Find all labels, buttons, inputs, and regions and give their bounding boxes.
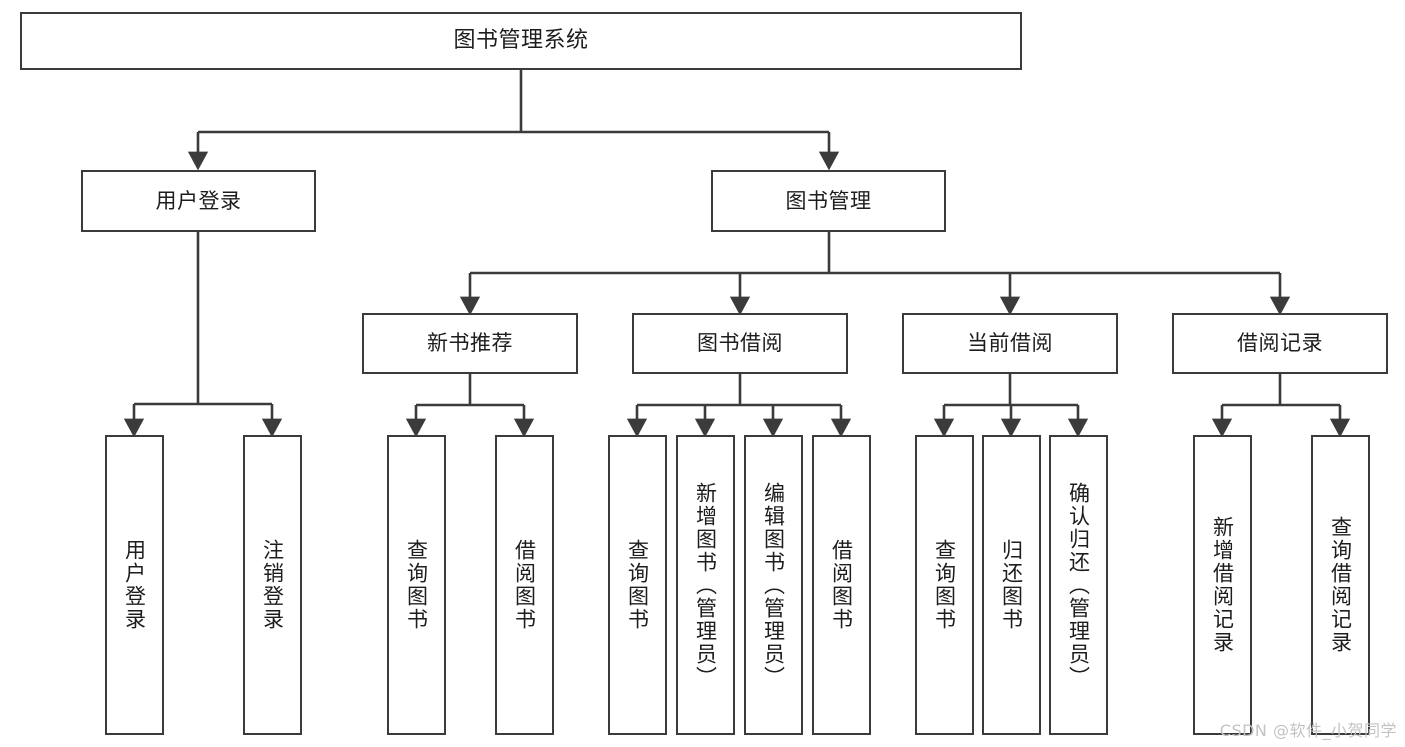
leaf-user-login[interactable]: 用户登录 [105, 435, 164, 735]
leaf-query-book-current[interactable]: 查询图书 [915, 435, 974, 735]
node-label: 注销登录 [260, 539, 285, 631]
leaf-query-book-borrow[interactable]: 查询图书 [608, 435, 667, 735]
node-label: 用户登录 [122, 539, 147, 631]
node-label: 借阅图书 [512, 539, 537, 631]
node-user-login[interactable]: 用户登录 [81, 170, 316, 232]
leaf-return-book[interactable]: 归还图书 [982, 435, 1041, 735]
leaf-edit-book[interactable]: 编辑图书（管理员） [744, 435, 803, 735]
node-label: 确认归还（管理员） [1066, 481, 1091, 689]
node-label: 查询图书 [404, 539, 429, 631]
node-label: 图书借阅 [697, 331, 783, 356]
node-label: 新书推荐 [427, 331, 513, 356]
node-book-borrow[interactable]: 图书借阅 [632, 313, 848, 374]
node-label: 编辑图书（管理员） [761, 481, 786, 689]
node-label: 图书管理 [785, 188, 872, 213]
leaf-confirm-return[interactable]: 确认归还（管理员） [1049, 435, 1108, 735]
leaf-borrow-book[interactable]: 借阅图书 [812, 435, 871, 735]
leaf-add-book[interactable]: 新增图书（管理员） [676, 435, 735, 735]
leaf-query-borrow-record[interactable]: 查询借阅记录 [1311, 435, 1370, 735]
node-label: 查询图书 [932, 539, 957, 631]
node-label: 归还图书 [999, 539, 1024, 631]
node-label: 查询图书 [625, 539, 650, 631]
node-new-book-recommend[interactable]: 新书推荐 [362, 313, 578, 374]
node-label: 用户登录 [155, 188, 242, 213]
node-label: 当前借阅 [967, 331, 1053, 356]
leaf-query-book-recommend[interactable]: 查询图书 [387, 435, 446, 735]
leaf-borrow-book-recommend[interactable]: 借阅图书 [495, 435, 554, 735]
node-current-borrow[interactable]: 当前借阅 [902, 313, 1118, 374]
node-label: 借阅记录 [1237, 331, 1323, 356]
node-root-system[interactable]: 图书管理系统 [20, 12, 1022, 70]
node-label: 查询借阅记录 [1328, 516, 1353, 654]
node-book-manage[interactable]: 图书管理 [711, 170, 946, 232]
node-label: 图书管理系统 [453, 28, 589, 54]
node-label: 新增图书（管理员） [693, 481, 718, 689]
leaf-add-borrow-record[interactable]: 新增借阅记录 [1193, 435, 1252, 735]
node-label: 借阅图书 [829, 539, 854, 631]
node-borrow-record[interactable]: 借阅记录 [1172, 313, 1388, 374]
leaf-user-logout[interactable]: 注销登录 [243, 435, 302, 735]
node-label: 新增借阅记录 [1210, 516, 1235, 654]
csdn-watermark: CSDN @软件_小贺同学 [1219, 721, 1397, 740]
